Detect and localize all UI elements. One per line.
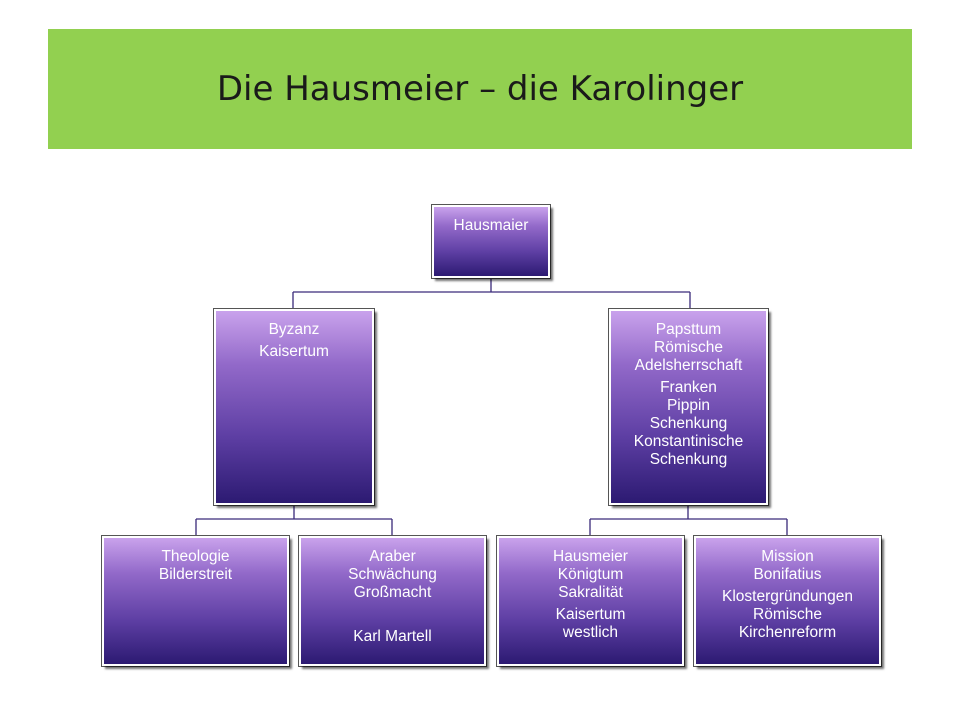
node-text-line: Kaisertum (259, 343, 329, 360)
node-text-line: Franken (660, 379, 717, 396)
node-text-line: Hausmeier (553, 548, 628, 565)
node-text-line: Schenkung (649, 415, 728, 432)
node-text-line: Pippin (666, 397, 711, 414)
node-hausmaier: Hausmaier (432, 205, 550, 278)
node-text-line: Schwächung (348, 566, 437, 583)
node-text-line: Kirchenreform (738, 624, 837, 641)
node-text-line: Hausmaier (453, 217, 529, 234)
node-text-line: Bilderstreit (158, 566, 233, 583)
node-text-line: westlich (562, 624, 619, 641)
connector-left (195, 505, 393, 536)
connector-right (589, 505, 788, 536)
node-text-line: Sakralität (558, 584, 623, 601)
node-text-line: Großmacht (353, 584, 432, 601)
node-text-line: Theologie (161, 548, 230, 565)
node-text-line: Königtum (557, 566, 624, 583)
node-text-line: Konstantinische (633, 433, 744, 450)
node-text-line: Araber (369, 548, 416, 565)
connector-root (292, 278, 691, 309)
slide-title: Die Hausmeier – die Karolinger (216, 69, 744, 109)
node-text-line (301, 606, 484, 624)
node-text-line: Byzanz (268, 321, 320, 338)
node-text-group: Hausmaier (434, 217, 548, 235)
node-text-line: Kaisertum (555, 606, 626, 623)
node-text-group: Byzanz (216, 321, 372, 339)
node-text-line: Papsttum (655, 321, 722, 338)
node-text-line: Adelsherrschaft (634, 357, 743, 374)
node-text-line: Klostergründungen (722, 588, 853, 605)
node-text-line: Schenkung (649, 451, 728, 468)
node-text-line: Bonifatius (753, 566, 822, 583)
node-text-line: Römische (753, 606, 822, 623)
node-text-group (301, 606, 484, 624)
node-text-line: Karl Martell (353, 628, 432, 645)
title-banner: Die Hausmeier – die Karolinger (48, 29, 912, 149)
node-text-line: Mission (761, 548, 814, 565)
node-text-line: Römische (654, 339, 723, 356)
node-text-group: Karl Martell (301, 628, 484, 646)
node-text-group: Kaisertum (216, 343, 372, 361)
